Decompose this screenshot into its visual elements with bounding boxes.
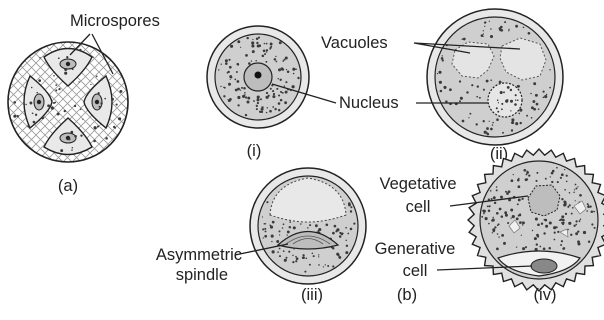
- generative-nucleus: [531, 259, 557, 273]
- nucleolus-i: [255, 72, 262, 79]
- caption-iii: (iii): [301, 286, 323, 304]
- microspore-i: [207, 26, 309, 128]
- label-asymmetric: Asymmetric: [156, 246, 242, 264]
- label-nucleus: Nucleus: [339, 94, 399, 112]
- label-vacuoles: Vacuoles: [321, 34, 388, 52]
- caption-i: (i): [247, 142, 262, 160]
- microspore-ii: [427, 9, 563, 145]
- label-vegetative-cell: cell: [406, 198, 431, 216]
- label-spindle: spindle: [176, 266, 228, 284]
- caption-iv: (iv): [534, 286, 557, 304]
- microspore-iii: [250, 168, 366, 284]
- tetrad-panel: [8, 42, 128, 162]
- label-generative-cell: cell: [403, 262, 428, 280]
- pollen-grain-iv: [468, 149, 604, 291]
- label-generative: Generative: [375, 240, 456, 258]
- label-microspores: Microspores: [70, 12, 160, 30]
- caption-a: (a): [58, 177, 78, 195]
- label-vegetative: Vegetative: [379, 175, 456, 193]
- nucleus-ii: [488, 83, 522, 117]
- caption-b: (b): [397, 286, 417, 304]
